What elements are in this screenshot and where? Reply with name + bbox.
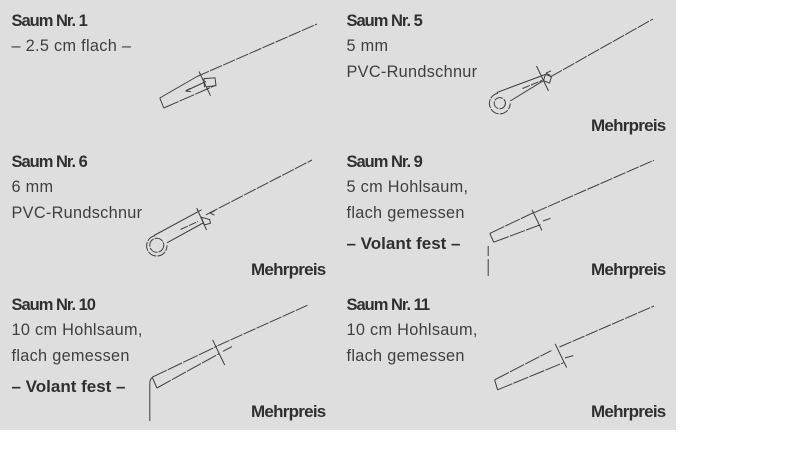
wrap-loop [488,92,511,115]
pvc-cord [493,97,506,110]
tube-top-edge [494,350,552,381]
tube-bottom-edge [156,352,220,389]
pvc-cord [149,237,165,253]
cord-hem-6mm-drawing [146,159,313,257]
tube-bottom-edge [493,224,541,243]
edge-dash [222,346,233,352]
break-mark [536,65,549,92]
panel-note: – Volant fest – [11,376,126,396]
panel-spec-line: 5 mm [346,37,389,56]
tube-top-edge [151,345,218,378]
valance-line [149,377,153,421]
break-mark [212,339,226,366]
panel-spec-line: flach gemessen [346,203,465,222]
grey-panel-background [0,0,676,430]
panel-spec-line: flach gemessen [346,346,465,365]
panel-title: Saum Nr. 5 [346,11,423,30]
flat-hem-drawing [159,23,318,109]
panel-title: Saum Nr. 1 [11,11,88,30]
panel-saum-10: Saum Nr. 10 10 cm Hohlsaum, flach gemess… [12,293,143,400]
tube-bottom-edge [497,362,564,391]
panel-spec-line: 10 cm Hohlsaum, [11,321,143,339]
panel-saum-6: Saum Nr. 6 6 mm PVC-Rundschnur [12,150,143,227]
tube-top-edge [489,211,536,234]
break-mark [198,71,211,96]
fabric-line [534,159,655,213]
surcharge-label: Mehrpreis [251,401,326,421]
fabric-line [559,305,655,348]
arrow-barb [545,70,552,76]
panel-title: Saum Nr. 10 [11,295,96,314]
arrow-barb [209,210,216,216]
panel-spec-line: flach gemessen [11,346,130,365]
hem-top-edge [159,76,198,99]
fabric-line [205,159,313,216]
panel-saum-9: Saum Nr. 9 5 cm Hohlsaum, flach gemessen… [347,150,469,257]
panel-saum-1: Saum Nr. 1 – 2.5 cm flach – [12,9,132,60]
hollow-hem-10cm-drawing [494,305,655,391]
surcharge-label: Mehrpreis [591,115,666,135]
panel-title: Saum Nr. 9 [346,152,423,171]
panel-spec-line: PVC-Rundschnur [11,203,143,222]
break-mark [196,207,208,231]
fold-bottom-edge [166,222,204,244]
tube-left-cap [494,379,499,390]
panel-spec-line: 6 mm [11,178,54,196]
break-mark [531,209,543,231]
panel-saum-11: Saum Nr. 11 10 cm Hohlsaum, flach gemess… [347,293,478,370]
panel-saum-5: Saum Nr. 5 5 mm PVC-Rundschnur [347,9,478,86]
surcharge-label: Mehrpreis [591,401,666,421]
break-mark [554,343,568,368]
fold-top-edge [153,209,202,236]
cord-hem-5mm-drawing [488,18,654,115]
surcharge-label: Mehrpreis [251,259,326,279]
fabric-line [196,23,318,77]
fold-bottom-edge [509,80,544,102]
fabric-line [217,304,309,347]
hollow-hem-5cm-drawing [487,159,655,277]
fold-top-edge [496,74,546,93]
panel-title: Saum Nr. 11 [346,295,431,314]
edge-dash [564,355,574,359]
tube-left-cap [151,377,158,389]
hem-left-cap [159,97,165,109]
inner-edge-arrow [185,81,207,93]
surcharge-label: Mehrpreis [591,259,666,279]
hollow-hem-10cm-valance-drawing [149,304,309,421]
panel-spec-line: 5 cm Hohlsaum, [346,178,469,196]
wrap-loop [146,235,168,257]
edge-dash [542,217,551,222]
panel-note: – Volant fest – [346,233,461,253]
panel-title: Saum Nr. 6 [11,152,88,171]
panel-spec-line: PVC-Rundschnur [346,62,478,81]
inner-edge [180,221,199,230]
inner-edge [522,80,543,89]
panel-spec-line: – 2.5 cm flach – [11,37,132,56]
tube-left-cap [489,233,495,243]
panel-spec-line: 10 cm Hohlsaum, [346,321,478,339]
fabric-line [550,18,654,78]
